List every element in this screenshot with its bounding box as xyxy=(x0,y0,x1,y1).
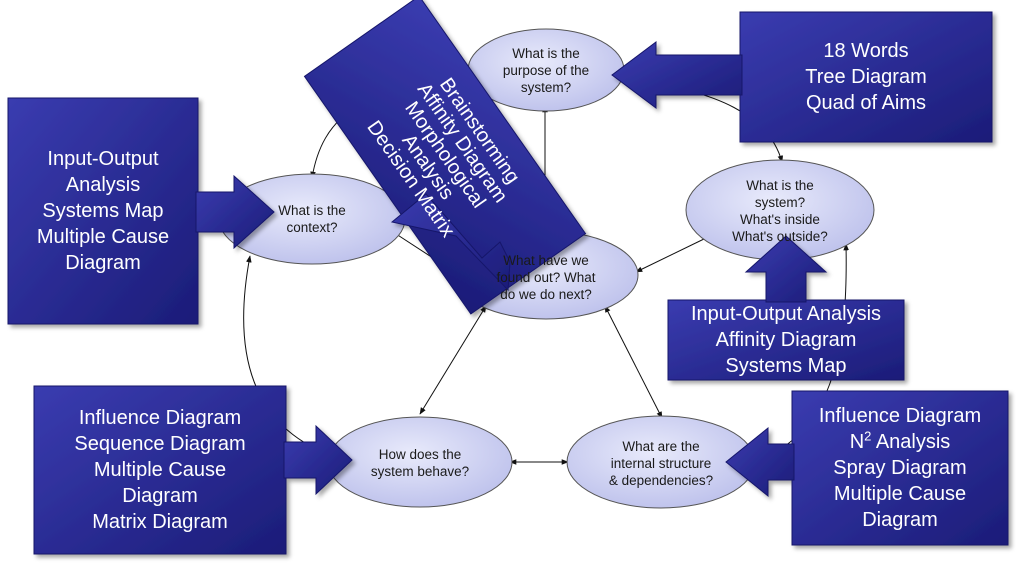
box-text-line: Diagram xyxy=(122,485,198,507)
ellipse-context-text: What is the context? xyxy=(278,203,346,235)
box-text-line: Diagram xyxy=(862,509,938,531)
box-text-line: Influence Diagram xyxy=(818,405,982,427)
box-text-line: Matrix Diagram xyxy=(92,511,228,533)
box-left-text: Input-Output Analysis Systems Map Multip… xyxy=(8,98,198,324)
question-ellipses xyxy=(218,28,875,509)
box-bottom-right-text: Influence Diagram N2 Analysis Spray Diag… xyxy=(792,391,1008,545)
box-text-line: Influence Diagram xyxy=(78,407,242,429)
connector-behave-context xyxy=(243,255,331,456)
box-text-line: Diagram xyxy=(65,252,141,274)
arrow-rotated xyxy=(390,193,511,292)
box-text-line: Tree Diagram xyxy=(805,66,927,88)
n2-analysis-line: N2 Analysis xyxy=(819,429,981,455)
box-text-line: Spray Diagram xyxy=(833,457,967,479)
box-bottom-right xyxy=(791,390,1009,546)
ellipse-purpose-text: What is the purpose of the system? xyxy=(502,45,590,95)
box-text-line: Systems Map xyxy=(42,200,164,222)
analysis-word: Analysis xyxy=(871,431,951,453)
box-bottom-left-text: Influence Diagram Sequence Diagram Multi… xyxy=(34,386,286,554)
box-left xyxy=(7,97,199,325)
box-text-line: Multiple Cause xyxy=(93,459,227,481)
connector-system-center xyxy=(635,237,707,273)
box-text-line: Analysis xyxy=(65,174,141,196)
ellipse-structure-text: What are the internal structure & depend… xyxy=(608,438,714,488)
box-text-line: Quad of Aims xyxy=(805,92,927,114)
ellipse-behave-text: How does the system behave? xyxy=(370,447,470,479)
box-text-line: Sequence Diagram xyxy=(74,433,246,455)
arrow-left xyxy=(195,174,275,250)
box-text-line: Multiple Cause xyxy=(36,226,170,248)
box-text-line: Affinity Diagram xyxy=(715,329,857,351)
arrow-middle-right xyxy=(744,235,828,303)
arrow-bottom-left xyxy=(283,424,353,496)
box-text-line: Systems Map xyxy=(725,355,847,377)
box-middle-right-text: Input-Output Analysis Affinity Diagram S… xyxy=(668,300,904,380)
box-text-line: Multiple Cause xyxy=(833,483,967,505)
box-middle-right xyxy=(667,299,905,381)
box-text-line: 18 Words xyxy=(823,40,909,62)
ellipse-system-text: What is the system? What's inside What's… xyxy=(732,178,828,244)
box-top-right xyxy=(739,11,993,143)
connector-center-behave xyxy=(419,305,487,415)
box-top-right-text: 18 Words Tree Diagram Quad of Aims xyxy=(740,12,992,142)
n-superscript: 2 xyxy=(864,428,872,444)
ellipse-center-text: What have we found out? What do we do ne… xyxy=(496,252,596,302)
rotated-box xyxy=(303,0,587,315)
n-letter: N xyxy=(849,431,865,453)
box-text-line: Input-Output Analysis xyxy=(690,303,882,325)
arrow-top-right xyxy=(611,41,743,109)
arrow-bottom-right xyxy=(725,426,795,498)
method-boxes xyxy=(7,0,1009,555)
box-bottom-left xyxy=(33,385,287,555)
box-text-line: Input-Output xyxy=(47,148,159,170)
connector-center-structure xyxy=(604,305,663,419)
